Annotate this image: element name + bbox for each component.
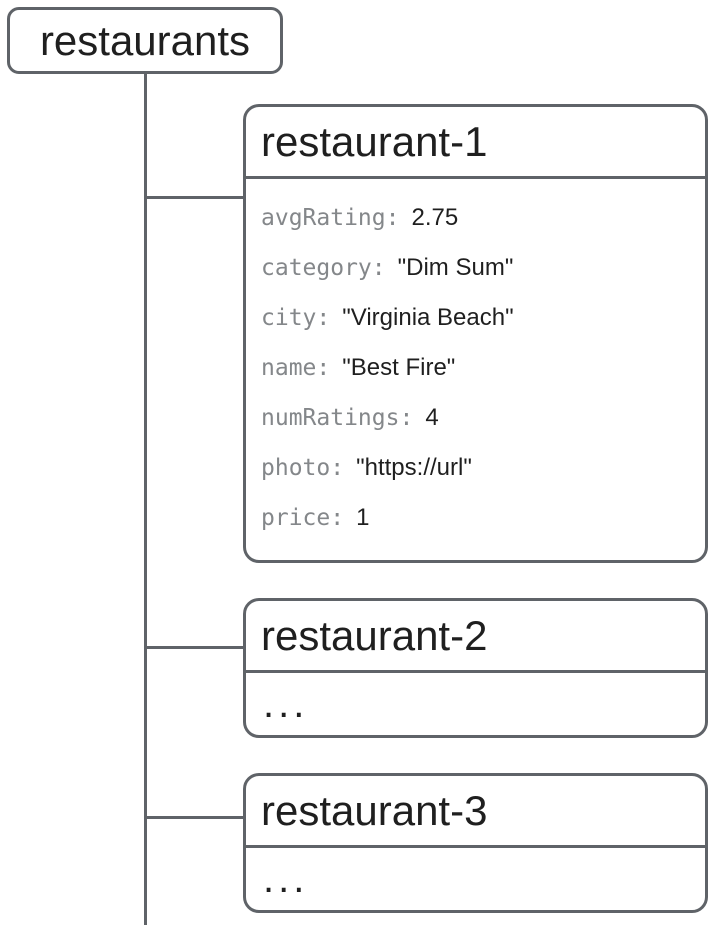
field-row-numRatings: numRatings: 4 [261, 393, 690, 443]
field-key: price: [261, 505, 345, 531]
field-row-category: category: "Dim Sum" [261, 243, 690, 293]
field-value: 4 [425, 404, 439, 431]
field-value: "Virginia Beach" [342, 304, 514, 331]
field-row-price: price: 1 [261, 493, 690, 543]
field-value: 1 [356, 504, 370, 531]
field-row-photo: photo: "https://url" [261, 443, 690, 493]
ellipsis-placeholder: ... [263, 856, 309, 901]
field-key: avgRating: [261, 205, 400, 231]
ellipsis-placeholder: ... [263, 681, 309, 726]
document-title: restaurant-2 [246, 601, 705, 673]
field-key: city: [261, 305, 331, 331]
field-value: "https://url" [356, 454, 472, 481]
field-value: "Dim Sum" [397, 254, 514, 281]
collection-label: restaurants [39, 16, 251, 64]
connector-line-restaurant-1 [146, 196, 244, 199]
collection-node: restaurants [7, 7, 283, 74]
field-row-name: name: "Best Fire" [261, 343, 690, 393]
field-key: numRatings: [261, 405, 414, 431]
field-key: photo: [261, 455, 345, 481]
connector-line-restaurant-3 [146, 816, 244, 819]
connector-line-restaurant-2 [146, 646, 244, 649]
field-row-city: city: "Virginia Beach" [261, 293, 690, 343]
document-title: restaurant-1 [246, 107, 705, 179]
field-value: 2.75 [411, 204, 459, 231]
field-row-avgRating: avgRating: 2.75 [261, 193, 690, 243]
document-title: restaurant-3 [246, 776, 705, 848]
field-key: name: [261, 355, 331, 381]
document-card-restaurant-1: restaurant-1 avgRating: 2.75 category: "… [243, 104, 708, 563]
field-key: category: [261, 255, 386, 281]
document-fields: avgRating: 2.75 category: "Dim Sum" city… [246, 179, 705, 543]
document-card-restaurant-2: restaurant-2 ... [243, 598, 708, 738]
document-card-restaurant-3: restaurant-3 ... [243, 773, 708, 913]
field-value: "Best Fire" [342, 354, 456, 381]
tree-trunk-line [144, 74, 147, 925]
